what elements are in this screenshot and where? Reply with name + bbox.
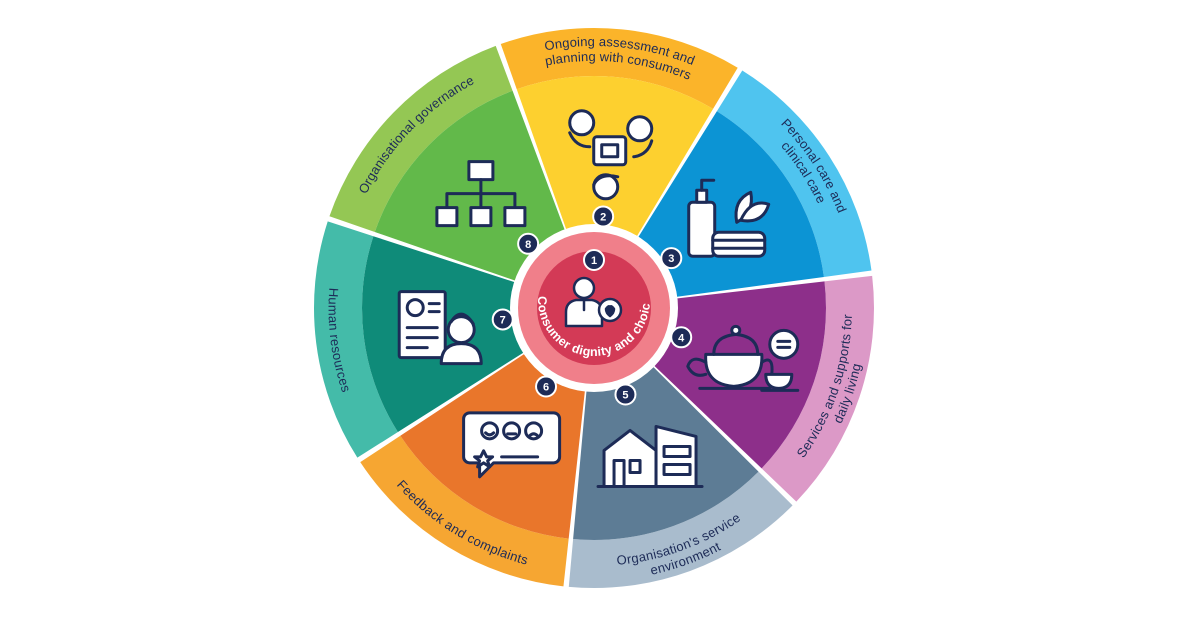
segment-number-badge: 8: [517, 232, 540, 255]
segment-number-badge: 6: [535, 375, 558, 398]
segment-number: 6: [543, 382, 549, 394]
segment-outer-band: [568, 471, 793, 589]
center-number-badge: 1: [583, 249, 605, 271]
segment-number-badge: 3: [660, 247, 683, 270]
segment-number-badge: 5: [614, 383, 637, 406]
segment-number: 5: [622, 389, 628, 401]
segment-number: 2: [600, 211, 606, 223]
segment-number-badge: 2: [592, 205, 615, 228]
segment-number-badge: 4: [670, 326, 693, 349]
teapot-icon: [686, 324, 800, 392]
segment-inner-wedge: [374, 90, 566, 282]
segment-outer-band: [716, 70, 872, 277]
segment-number-badge: 7: [491, 308, 514, 331]
segment-3: [637, 70, 872, 298]
segment-outer-band: [360, 435, 569, 587]
segment-outer-band: [313, 221, 398, 458]
segment-number: 7: [500, 314, 506, 326]
segment-number: 8: [525, 239, 531, 251]
center-number: 1: [591, 255, 597, 267]
segment-number: 3: [668, 253, 674, 265]
org-chart-icon: [435, 160, 527, 228]
segment-outer-band: [500, 27, 738, 109]
segment-outer-band: [761, 275, 874, 502]
resume-person-icon: [397, 290, 483, 366]
segment-inner-wedge: [637, 111, 824, 298]
segment-8: [329, 45, 566, 282]
building-icon: [596, 424, 704, 488]
segment-outer-band: [329, 45, 513, 233]
care-products-icon: [687, 178, 771, 258]
person-heart-gear-icon: [564, 276, 623, 328]
feedback-bubble-icon: [462, 411, 562, 479]
meeting-table-icon: [568, 109, 654, 201]
segment-number: 4: [678, 332, 685, 344]
